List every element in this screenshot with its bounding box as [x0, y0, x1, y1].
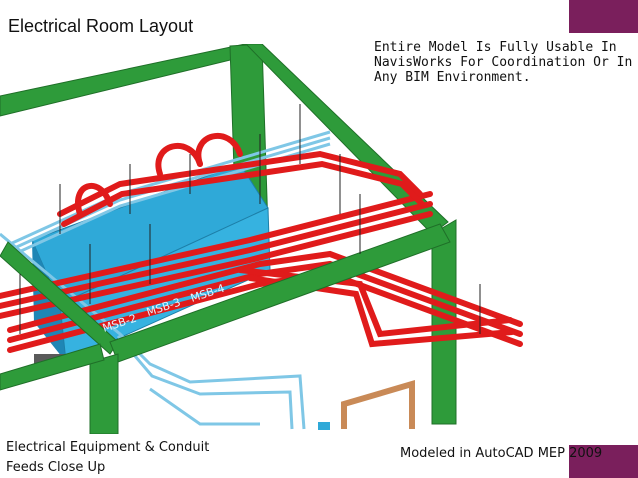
corner-accent-bottom: [569, 445, 638, 478]
model-render: MSB-2 MSB-3 MSB-4: [0, 44, 638, 434]
corner-accent-top: [569, 0, 638, 33]
bottom-right-caption: Modeled in AutoCAD MEP 2009: [400, 446, 603, 461]
slide-title: Electrical Room Layout: [8, 16, 194, 36]
top-caption: Entire Model Is Fully Usable In NavisWor…: [374, 40, 633, 85]
wooden-frame: [341, 379, 415, 429]
steel-frame: [0, 44, 457, 425]
bottom-left-caption: Electrical Equipment & Conduit Feeds Clo…: [6, 438, 256, 478]
hangers: [19, 104, 481, 334]
bottom-left-caption-line1: Electrical Equipment & Conduit: [6, 440, 210, 455]
bottom-left-caption-line2: Feeds Close Up: [6, 460, 106, 475]
front-beam: [0, 223, 451, 434]
